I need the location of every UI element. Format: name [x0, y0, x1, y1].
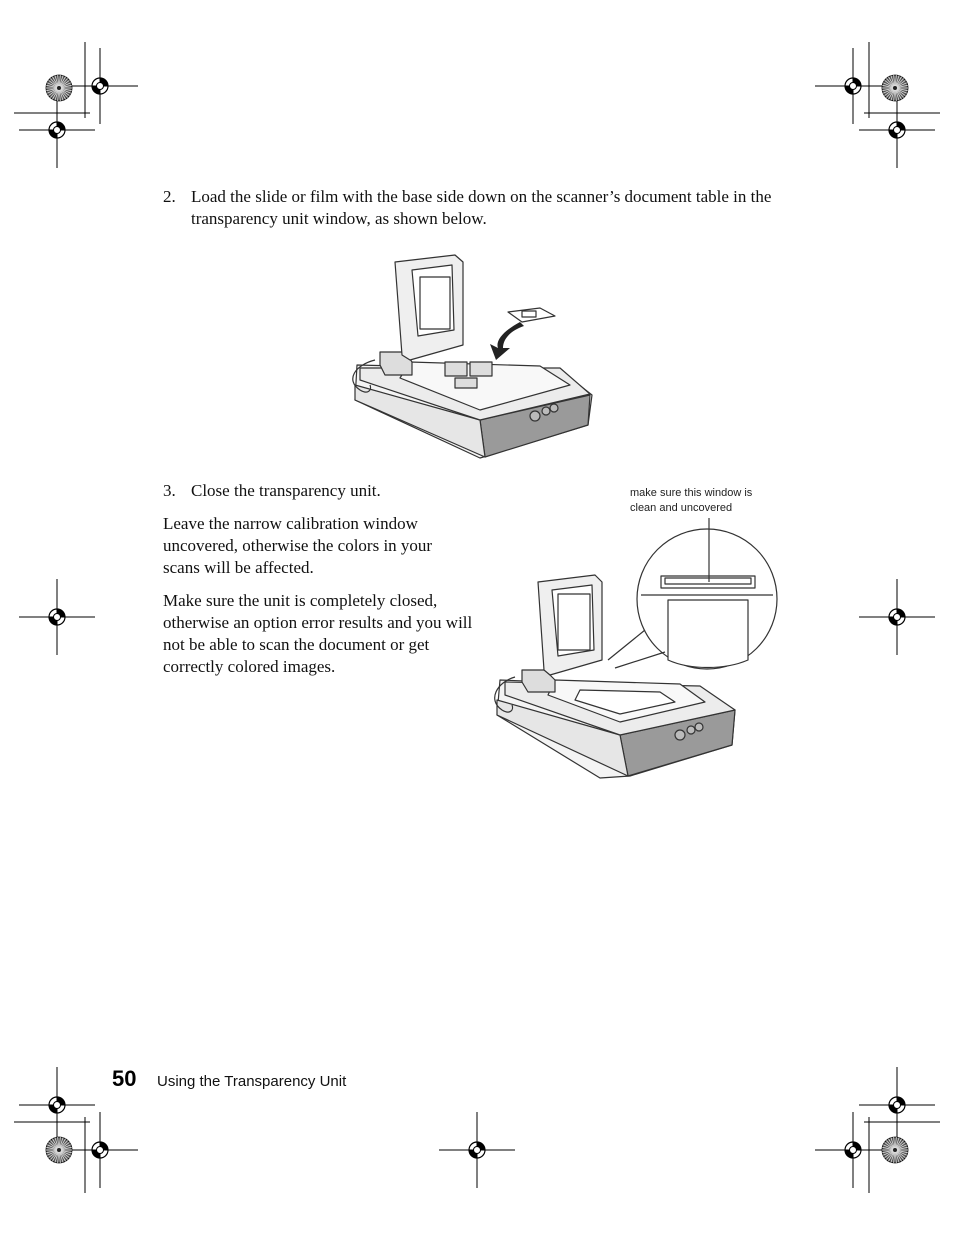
- step-3-number: 3.: [163, 481, 176, 500]
- calibration-paragraph: Leave the narrow calibration window unco…: [163, 514, 433, 577]
- registration-crosshair-icon: [815, 48, 891, 124]
- step-2: 2. Load the slide or film with the base …: [163, 186, 803, 232]
- registration-starburst-icon: [45, 1136, 73, 1164]
- registration-crosshair-icon: [19, 1067, 95, 1143]
- page-number: 50: [112, 1066, 137, 1091]
- registration-crosshair-icon: [62, 48, 138, 124]
- step-3: 3. Close the transparency unit.: [163, 480, 493, 504]
- callout-label: make sure this window is clean and uncov…: [630, 487, 753, 514]
- registration-crosshair-icon: [19, 92, 95, 168]
- registration-crosshair-icon: [815, 1112, 891, 1188]
- footer-section-title: Using the Transparency Unit: [157, 1073, 347, 1090]
- registration-crosshair-icon: [859, 92, 935, 168]
- registration-starburst-icon: [45, 74, 73, 102]
- step-2-text: Load the slide or film with the base sid…: [191, 187, 772, 228]
- registration-starburst-icon: [881, 74, 909, 102]
- registration-crosshair-icon: [859, 1067, 935, 1143]
- step-2-number: 2.: [163, 187, 176, 206]
- closed-unit-paragraph: Make sure the unit is completely closed,…: [163, 591, 473, 676]
- registration-crosshair-icon: [62, 1112, 138, 1188]
- registration-crosshair-icon: [19, 579, 95, 655]
- registration-crosshair-icon: [439, 1112, 515, 1188]
- registration-crosshair-icon: [859, 579, 935, 655]
- registration-starburst-icon: [881, 1136, 909, 1164]
- step-3-text: Close the transparency unit.: [191, 481, 381, 500]
